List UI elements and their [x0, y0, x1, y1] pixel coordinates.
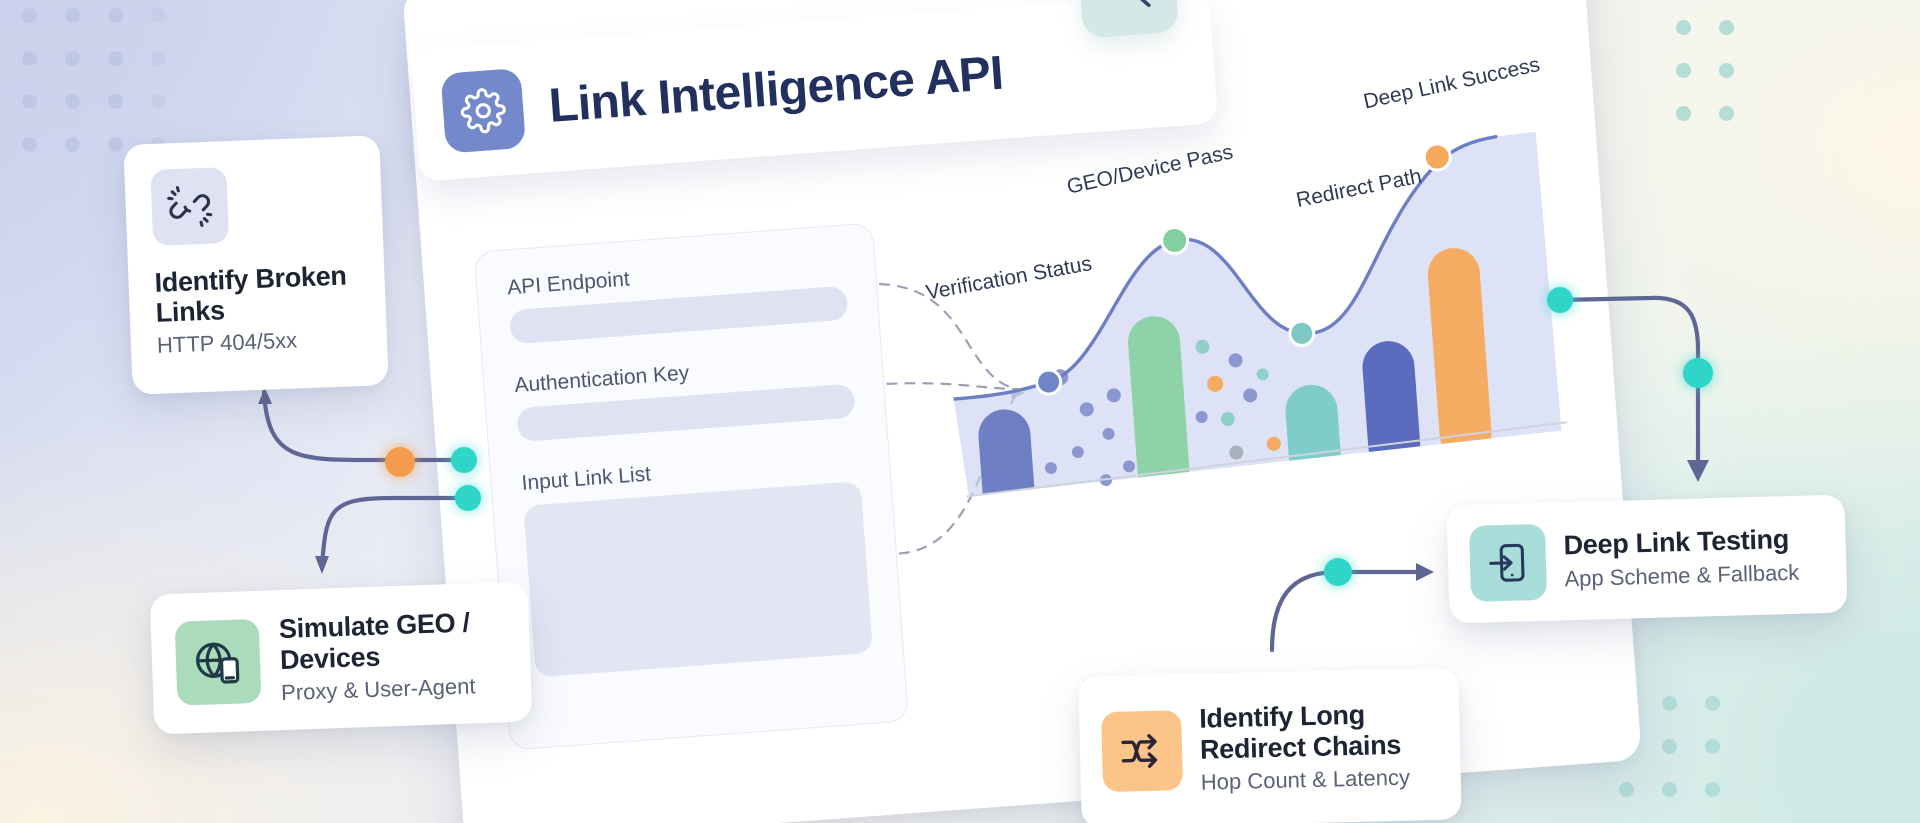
decorative-dot-grid-bottom-right	[1619, 696, 1720, 797]
broken-link-icon	[150, 167, 230, 246]
feature-card-title: Simulate GEO / Devices	[278, 607, 471, 675]
input-link-list-textarea[interactable]	[523, 481, 874, 678]
dashboard-panel: Link Intelligence API API Endpoint Authe…	[402, 0, 1642, 823]
chart-point-redirect-path	[1288, 319, 1316, 347]
chart-point-deep-link-success	[1422, 142, 1452, 172]
phone-arrow-in-icon	[1469, 523, 1548, 602]
search-icon[interactable]	[1076, 0, 1180, 39]
gear-icon[interactable]	[440, 67, 527, 154]
chart-bar	[1362, 341, 1421, 471]
chart-bar	[1128, 316, 1190, 496]
decorative-dot-grid-top-left	[22, 8, 166, 152]
api-request-form: API Endpoint Authentication Key Input Li…	[473, 222, 910, 751]
feature-card-text: Simulate GEO / Devices Proxy & User-Agen…	[278, 607, 507, 706]
feature-card-identify-broken-links[interactable]: Identify Broken Links HTTP 404/5xx	[123, 135, 389, 395]
chart-scatter-dots	[1044, 339, 1281, 487]
chart-bar	[1285, 384, 1341, 485]
analytics-chart: Verification Status GEO/Device Pass Redi…	[924, 53, 1581, 524]
chart-baseline	[966, 421, 1568, 498]
decorative-dot-grid-top-right	[1676, 20, 1734, 121]
chart-point-geo-device-pass	[1160, 225, 1190, 255]
field-group-authentication-key: Authentication Key	[514, 349, 856, 443]
chart-point-verification-status	[1035, 368, 1063, 396]
globe-device-icon	[174, 618, 262, 706]
feature-card-subtitle: App Scheme & Fallback	[1564, 559, 1800, 591]
feature-card-title: Identify Long Redirect Chains	[1198, 699, 1402, 765]
feature-card-text: Identify Long Redirect Chains Hop Count …	[1199, 698, 1439, 795]
chart-data-points	[1035, 142, 1452, 396]
feature-card-identify-long-redirect-chains[interactable]: Identify Long Redirect Chains Hop Count …	[1078, 667, 1462, 823]
field-group-input-link-list: Input Link List	[521, 447, 874, 678]
chart-bar	[978, 409, 1035, 497]
feature-card-simulate-geo-devices[interactable]: Simulate GEO / Devices Proxy & User-Agen…	[149, 581, 533, 735]
feature-card-subtitle: HTTP 404/5xx	[156, 327, 298, 359]
page-title: Link Intelligence API	[547, 46, 1005, 133]
feature-card-title: Deep Link Testing	[1563, 524, 1790, 561]
feature-card-subtitle: Proxy & User-Agent	[280, 673, 476, 705]
field-group-api-endpoint: API Endpoint	[506, 252, 849, 345]
feature-card-deep-link-testing[interactable]: Deep Link Testing App Scheme & Fallback	[1446, 494, 1848, 624]
app-header: Link Intelligence API	[410, 0, 1219, 182]
redirect-branch-icon	[1101, 710, 1184, 793]
feature-card-title: Identify Broken Links	[154, 260, 348, 329]
chart-bar	[1427, 248, 1492, 460]
feature-card-text: Deep Link Testing App Scheme & Fallback	[1563, 524, 1799, 592]
feature-card-subtitle: Hop Count & Latency	[1200, 764, 1411, 795]
